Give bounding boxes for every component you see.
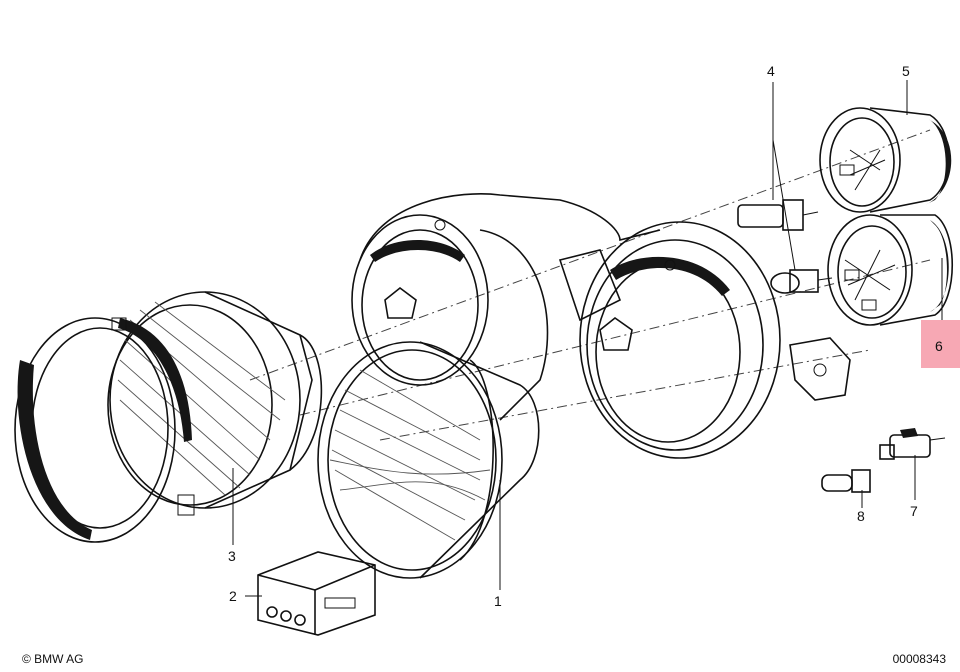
- part-7-bulb-holder: [879, 428, 946, 460]
- part-3-trim-ring-and-lens: [14, 291, 323, 543]
- callout-7: 7: [910, 503, 918, 519]
- callout-4: 4: [767, 63, 775, 79]
- callout-3: 3: [228, 548, 236, 564]
- callout-6-highlight: [921, 320, 960, 368]
- callout-1: 1: [494, 593, 502, 609]
- leader-lines: [232, 80, 943, 597]
- copyright-label: © BMW AG: [22, 652, 84, 666]
- callout-8: 8: [857, 508, 865, 524]
- alignment-axes: [249, 129, 931, 441]
- drawing-number: 00008343: [892, 652, 946, 666]
- part-1-sealed-beam: [317, 341, 540, 579]
- part-6-socket-cap: [827, 214, 954, 326]
- headlight-housing: [351, 193, 851, 459]
- part-8-small-bulb: [821, 469, 871, 493]
- callout-6: 6: [935, 338, 943, 354]
- callout-2: 2: [229, 588, 237, 604]
- part-2-relay-box: [257, 551, 376, 636]
- part-4-bulbs: [737, 199, 833, 294]
- part-5-socket-cap: [819, 107, 952, 213]
- callout-numbers: 1 2 3 4 5 6 7 8: [228, 63, 943, 609]
- callout-5: 5: [902, 63, 910, 79]
